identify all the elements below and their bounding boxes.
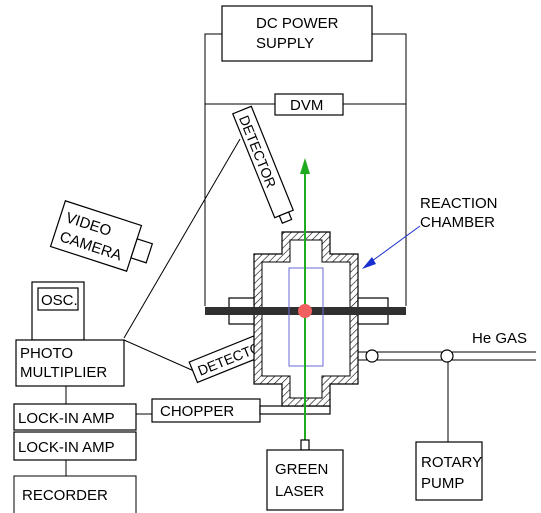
green-laser-label-2: LASER xyxy=(275,483,324,500)
lockin-amp-2-box xyxy=(13,431,137,461)
photomultiplier-box xyxy=(15,339,125,387)
optical-path-top xyxy=(123,138,241,339)
chopper-blade xyxy=(259,405,331,415)
dvm-box xyxy=(274,93,344,116)
dc-power-supply-label-2: SUPPLY xyxy=(256,35,314,52)
reaction-chamber-pointer-head xyxy=(362,257,376,269)
laser-aperture xyxy=(300,439,310,451)
power-wire-left xyxy=(204,33,222,306)
dvm-label: DVM xyxy=(290,97,323,114)
green-laser-label-1: GREEN xyxy=(275,461,328,478)
rotary-pump-box xyxy=(415,441,483,501)
optical-path-bottom xyxy=(123,339,195,372)
recorder-box xyxy=(13,475,137,513)
sample-spot xyxy=(298,304,312,318)
reaction-chamber-label-2: CHAMBER xyxy=(420,214,495,231)
valve-2 xyxy=(440,349,454,363)
oscilloscope-label: OSC. xyxy=(41,292,78,309)
valve-1 xyxy=(365,349,379,363)
power-wire-right xyxy=(372,33,407,306)
he-gas-label: He GAS xyxy=(472,330,527,347)
lockin-amp-1-box xyxy=(13,403,137,431)
reaction-chamber-pointer xyxy=(367,225,421,265)
laser-beam-arrowhead xyxy=(300,158,310,174)
photomultiplier-label-1: PHOTO xyxy=(20,345,73,362)
dc-power-supply-box xyxy=(221,5,373,62)
video-camera: VIDEO CAMERA xyxy=(49,200,154,272)
dc-power-supply-label-1: DC POWER xyxy=(256,15,339,32)
lockin-amp-1-label: LOCK-IN AMP xyxy=(18,410,115,427)
detector-top: DETECTOR xyxy=(231,105,295,224)
rotary-pump-label-1: ROTARY xyxy=(421,454,482,471)
lockin-amp-2-label: LOCK-IN AMP xyxy=(18,439,115,456)
rotary-pump-label-2: PUMP xyxy=(421,475,464,492)
chopper-label: CHOPPER xyxy=(160,403,234,420)
reaction-chamber-label-1: REACTION xyxy=(420,195,498,212)
green-laser-box xyxy=(266,449,344,511)
recorder-label: RECORDER xyxy=(22,487,108,504)
oscilloscope-screen xyxy=(37,287,79,311)
photomultiplier-label-2: MULTIPLIER xyxy=(20,364,107,381)
